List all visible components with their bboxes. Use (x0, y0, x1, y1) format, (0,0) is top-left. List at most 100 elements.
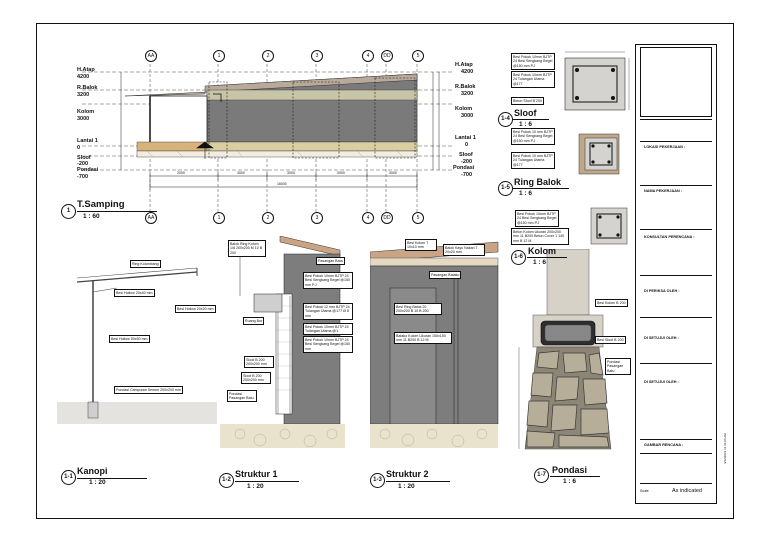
level-value: 3000 (461, 113, 474, 119)
view-scale: 1 : 20 (398, 483, 415, 490)
callout-note: Besi Pokok 12 mm BJTP 24 Tulangan Utama … (303, 303, 353, 320)
dimension-text: 3000 (237, 171, 245, 175)
callout-note: Besi Pokok 10mm BJTP 24 Tulangan Utama @… (303, 323, 353, 335)
level-name: H.Atap (77, 67, 95, 73)
logo-box (640, 47, 712, 117)
level-value: 4200 (77, 74, 90, 80)
view-scale: 1 : 6 (563, 478, 577, 485)
view-scale: 1 : 60 (83, 213, 100, 220)
dimension-text: 2000 (177, 171, 185, 175)
grid-bubble-top: 3 (311, 50, 323, 62)
struktur2-drawing (370, 241, 499, 448)
view-number-bubble: 1-5 (498, 181, 513, 196)
callout-note: Ruang Bor (243, 317, 265, 325)
level-value: 4200 (461, 69, 474, 75)
callout-note: Besi Kolom T 10x10 mm (405, 239, 437, 251)
elevation-drawing (82, 54, 452, 214)
level-value: 0 (465, 142, 469, 148)
grid-bubble-bottom: 4 (362, 212, 374, 224)
dimension-text: 16000 (277, 182, 287, 186)
callout-note: Besi Kolom B 200 (595, 299, 628, 307)
callout-note: Besi Pokok 10mm BJTP 24 Besi Sengkang Be… (303, 272, 353, 289)
level-name: Lantai 1 (77, 138, 98, 144)
level-name: Kolom (77, 109, 95, 115)
callout-note: Besi Pokok 10 mm BJTP 24 Besi Sengkang B… (511, 128, 555, 145)
callout-note: Sloof B 200 200x200 mm (241, 372, 271, 384)
callout-note: Pondasi Campuran Semen 200x200 mm (114, 386, 183, 394)
level-value: 3200 (77, 92, 90, 98)
callout-note: Sloof B 200 200x200 mm (244, 356, 274, 368)
level-name: Sloof (459, 152, 473, 158)
view-scale: 1 : 6 (519, 190, 533, 197)
level-name: Kolom (455, 106, 473, 112)
view-scale: 1 : 20 (247, 483, 264, 490)
grid-bubble-bottom: 3 (311, 212, 323, 224)
title-underline (527, 257, 567, 258)
title-underline (77, 478, 147, 479)
callout-note: Pasangan Batako (429, 271, 462, 279)
grid-bubble-bottom: 2 (262, 212, 274, 224)
grid-bubble-top: DD (381, 50, 393, 62)
view-number-bubble: 1-1 (61, 470, 76, 485)
callout-note: Ring Kolombang (130, 260, 161, 268)
level-value: -200 (77, 161, 89, 167)
level-name: R.Balok (455, 84, 476, 90)
level-value: 3200 (461, 91, 474, 97)
title-underline (513, 188, 569, 189)
pondasi-drawing (518, 249, 612, 450)
dimension-text: 3000 (389, 171, 397, 175)
level-value: -700 (461, 172, 473, 178)
callout-note: Besi Hollow 20x40 mm (114, 289, 155, 297)
title-underline (77, 211, 157, 212)
title-underline (235, 481, 299, 482)
callout-note: Besi Hollow 20x20 mm (175, 305, 216, 313)
view-title: Kanopi (77, 466, 108, 476)
view-number-bubble: 1-7 (534, 468, 549, 483)
level-value: -200 (461, 159, 473, 165)
title-block-label: LOKASI PEKERJAAN : (644, 145, 686, 149)
view-title: Ring Balok (514, 177, 562, 187)
callout-note: Besi Ring Balok 20 200x200 B 10 B 200 (394, 303, 442, 315)
level-name: Pondasi (77, 167, 99, 173)
view-title: Sloof (514, 108, 537, 118)
title-block-label: NAMA PEKERJAAN : (644, 189, 683, 193)
title-block-label: DI SETUJUI OLEH : (644, 336, 679, 340)
view-title: Struktur 2 (386, 469, 429, 479)
dimension-text: 3000 (337, 171, 345, 175)
ring-balok-section-drawing (578, 133, 620, 175)
level-name: Lantai 1 (455, 135, 476, 141)
scale-label: Scale (640, 489, 649, 493)
view-number-bubble: 1-4 (498, 112, 513, 127)
title-underline (550, 476, 600, 477)
view-number-bubble: 1-2 (219, 473, 234, 488)
title-block: LOKASI PEKERJAAN : NAMA PEKERJAAN : KONS… (635, 44, 717, 504)
grid-bubble-top: 4 (362, 50, 374, 62)
callout-note: Besi Sloof B 200 (595, 336, 626, 344)
grid-bubble-bottom: DD (381, 212, 393, 224)
callout-note: Batako Kolom Ukuran 150x150 mm 11 B200 B… (394, 332, 452, 344)
callout-note: Pondasi Pasangan Batu (605, 358, 631, 375)
callout-note: Besi Hollow 50x50 mm (109, 335, 150, 343)
print-timestamp: 4/12/2023 11:41:06 AM (723, 433, 727, 464)
callout-note: Beton Kolom Ukuran 200x200 mm 11 B200 Be… (511, 228, 569, 245)
grid-bubble-bottom: AA (145, 212, 157, 224)
view-title: Struktur 1 (235, 469, 278, 479)
view-number-bubble: 1-3 (370, 473, 385, 488)
grid-bubble-top: 1 (213, 50, 225, 62)
callout-note: Pasangan Bata (316, 257, 345, 265)
grid-bubble-bottom: 1 (213, 212, 225, 224)
grid-bubble-top: AA (145, 50, 157, 62)
view-title: Pondasi (552, 465, 588, 475)
callout-note: Besi Pokok 10mm BJTP 24 Besi Sengkang Be… (515, 210, 559, 227)
grid-bubble-top: 5 (412, 50, 424, 62)
title-block-label: KONSULTAN PERENCANA : (644, 235, 695, 239)
level-value: 0 (77, 145, 81, 151)
scale-value: As indicated (672, 488, 702, 494)
view-title: T.Samping (77, 199, 125, 210)
callout-note: Beton Sloof B 200 (511, 97, 544, 105)
level-value: 3000 (77, 116, 90, 122)
level-value: -700 (77, 174, 89, 180)
view-scale: 1 : 6 (519, 121, 533, 128)
callout-note: Besi Pokok 10mm BJTP 24 Besi Sengkang Be… (511, 53, 555, 70)
title-block-label: GAMBAR RENCANA : (644, 443, 684, 447)
